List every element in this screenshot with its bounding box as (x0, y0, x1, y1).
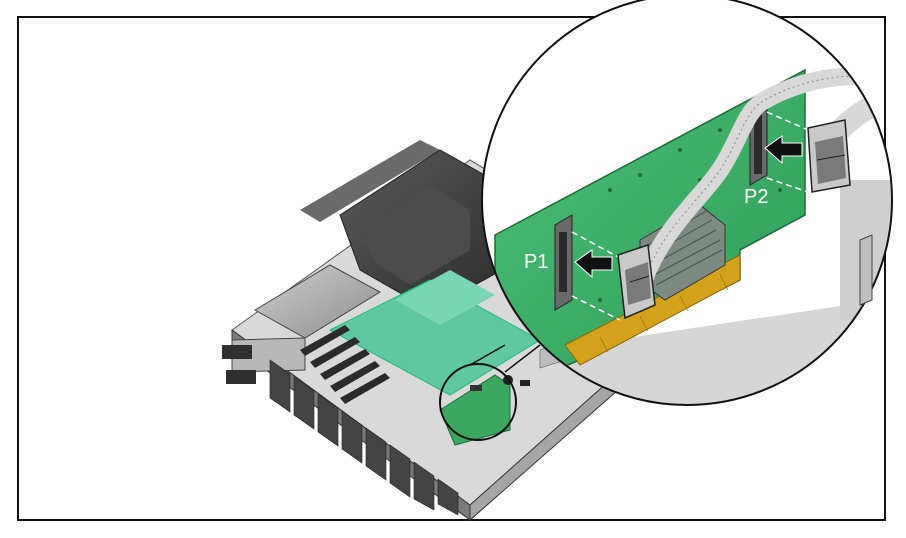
zoom-leader-line (504, 344, 541, 373)
arrow-left-icon (764, 135, 803, 165)
zoom-source-circle (439, 363, 517, 441)
p1-cable-plug (617, 243, 656, 320)
callout-label-p1: P1 (524, 251, 548, 273)
p2-cable-plug (807, 119, 851, 193)
arrow-left-icon (574, 249, 613, 279)
p1-connector (554, 214, 573, 311)
zoom-leader-line-2 (469, 344, 506, 366)
callout-label-p2: P2 (744, 186, 768, 208)
chassis-edge (859, 234, 873, 306)
